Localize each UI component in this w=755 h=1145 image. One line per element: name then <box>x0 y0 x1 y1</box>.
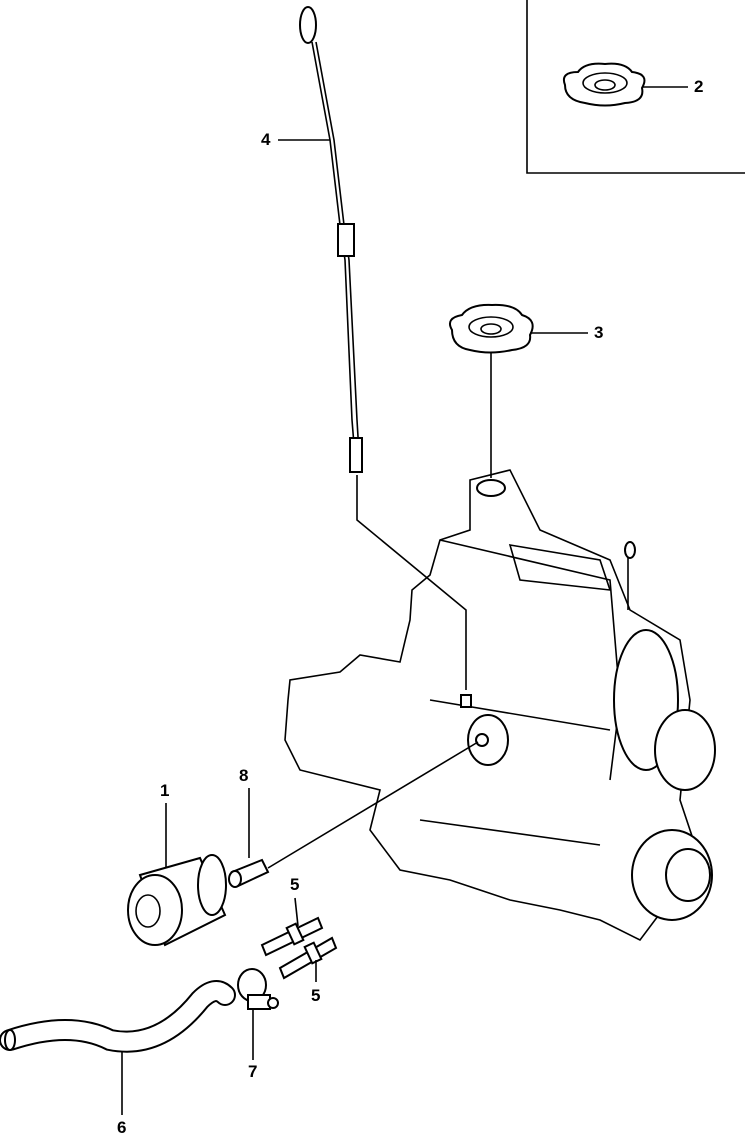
callout-stud-upper: 5 <box>290 875 300 894</box>
callout-oil-filter: 1 <box>160 781 170 800</box>
clamp-drawing <box>237 968 279 1010</box>
oil-filter-drawing <box>127 854 227 947</box>
callout-stud-lower: 5 <box>311 986 321 1005</box>
hose-drawing <box>0 980 236 1053</box>
callout-joint-bolt: 8 <box>239 766 249 785</box>
callout-oil-filler-cap-inset: 2 <box>694 77 704 96</box>
joint-bolt-drawing <box>228 858 270 888</box>
callout-hose: 6 <box>117 1118 127 1137</box>
callout-oil-filler-cap: 3 <box>594 323 604 342</box>
oil-filler-cap-drawing <box>449 303 534 354</box>
studs-drawing <box>260 916 338 980</box>
callout-clamp: 7 <box>248 1062 258 1081</box>
engine-block-drawing <box>284 469 716 942</box>
oil-filler-cap-inset-drawing <box>562 62 646 107</box>
callout-dipstick: 4 <box>261 130 271 149</box>
dipstick-drawing <box>299 6 363 473</box>
inset-frame <box>526 0 745 174</box>
